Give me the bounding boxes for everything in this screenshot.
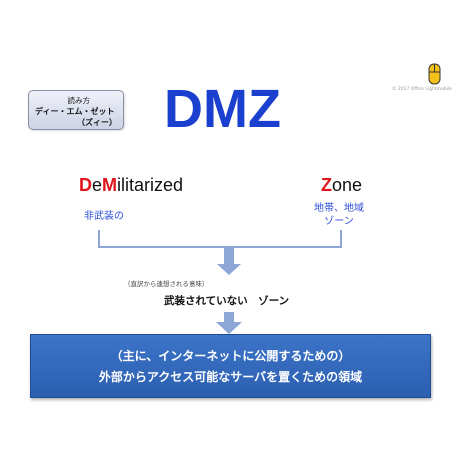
literal-meaning-label: （直訳から連想される意味） xyxy=(124,280,209,288)
term-letter-z: Z xyxy=(321,175,332,195)
arrow-down-lower xyxy=(216,312,242,334)
definition-line-1: （主に、インターネットに公開するための） xyxy=(110,349,351,363)
reading-label: 読み方 xyxy=(67,96,91,105)
definition-line-2: 外部からアクセス可能なサーバを置くための領域 xyxy=(98,370,363,384)
arrow-down-upper xyxy=(217,248,241,275)
meaning-demilitarized: 非武装の xyxy=(84,211,124,222)
reading-kana: ディー・エム・ゼット xyxy=(35,107,115,116)
page-title: DMZ xyxy=(164,79,281,139)
definition-box: （主に、インターネットに公開するための） 外部からアクセス可能なサーバを置くため… xyxy=(30,334,431,398)
meaning-zone-line1: 地帯、地域 xyxy=(314,203,364,214)
term-letter-d: D xyxy=(79,175,92,195)
reading-kana-alt: （ズィー） xyxy=(77,118,117,127)
term-text-e: e xyxy=(92,175,103,195)
term-demilitarized: DeMilitarized xyxy=(79,175,183,196)
meaning-zone-line2: ゾーン xyxy=(324,215,354,227)
meaning-zone: 地帯、地域 ゾーン xyxy=(311,203,367,228)
logo-icon xyxy=(428,63,441,85)
bracket-connector xyxy=(98,230,342,248)
reading-box: 読み方 ディー・エム・ゼット （ズィー） xyxy=(28,90,124,130)
term-text-ilitarized: ilitarized xyxy=(117,175,184,195)
term-text-one: one xyxy=(332,175,363,195)
copyright-text: © 2017 Office Lightmobile xyxy=(392,87,452,92)
literal-meaning: 武装されていない ゾーン xyxy=(164,295,290,307)
term-letter-m: M xyxy=(102,175,118,195)
term-zone: Zone xyxy=(321,175,362,196)
